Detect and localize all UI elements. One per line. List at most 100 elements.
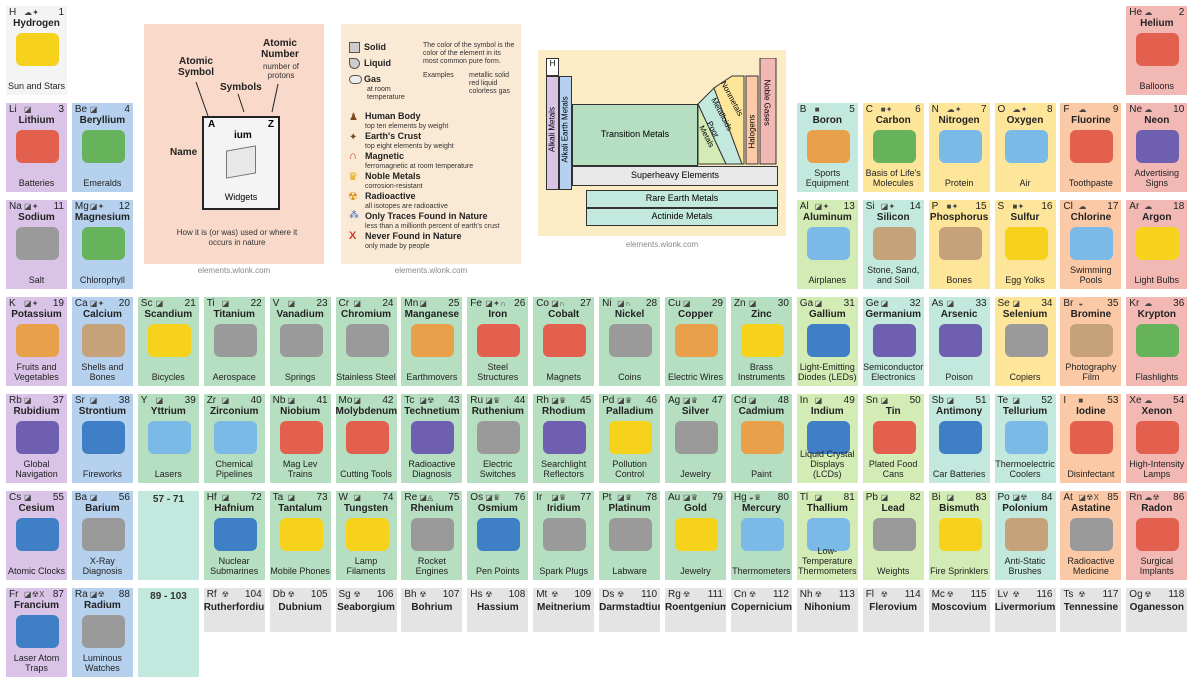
- element-property-icons: ◪ ☢: [419, 396, 434, 405]
- element-name: Rutherfordium: [203, 602, 265, 613]
- element-property-icons: ☁: [1144, 8, 1152, 17]
- element-use: Pen Points: [476, 566, 520, 576]
- element-illustration-icon: [213, 421, 257, 454]
- element-symbol: As: [931, 298, 944, 309]
- element-number: 53: [1107, 395, 1119, 406]
- element-name: Potassium: [11, 309, 62, 320]
- element-symbol: I: [1063, 395, 1067, 406]
- element-name: Technetium: [404, 406, 460, 417]
- element-name: Oxygen: [1006, 115, 1044, 126]
- element-symbol: V: [272, 298, 280, 309]
- element-use: Radioactive Diagnosis: [408, 459, 456, 479]
- mini-diagonal-groups: [697, 58, 777, 165]
- element-property-icons: ◪: [880, 396, 889, 405]
- element-illustration-icon: [872, 421, 916, 454]
- element-name: Tin: [885, 406, 901, 417]
- element-illustration-icon: [675, 421, 718, 454]
- element-number: 116: [1036, 589, 1053, 600]
- element-property-icons: ☁ ✦: [946, 105, 962, 114]
- element-name: Germanium: [865, 309, 921, 320]
- element-property-icons: ◪ ♛: [551, 396, 566, 405]
- element-symbol: Sr: [74, 395, 85, 406]
- element-illustration-icon: [938, 227, 982, 260]
- element-use: Plated Food Cans: [868, 459, 918, 479]
- element-symbol: C: [865, 104, 873, 115]
- element-number: 14: [909, 201, 921, 212]
- element-use: Aerospace: [212, 372, 256, 382]
- traces-icon: ⁂: [349, 210, 359, 221]
- legend-crust-sub: top eight elements by weight: [365, 143, 454, 150]
- element-property-icons: ☁: [1144, 202, 1152, 211]
- element-use: Atomic Clocks: [7, 566, 65, 576]
- key-box-symbol: A: [208, 119, 216, 130]
- element-number: 17: [1107, 201, 1119, 212]
- element-illustration-icon: [1004, 518, 1048, 551]
- never-found-icon: X: [349, 230, 357, 242]
- element-property-icons: ◪: [155, 299, 164, 308]
- element-symbol: Si: [865, 201, 875, 212]
- element-name: Scandium: [144, 309, 193, 320]
- element-symbol: Rb: [9, 395, 22, 406]
- element-name: Vanadium: [276, 309, 324, 320]
- element-symbol: He: [1129, 7, 1143, 18]
- element-property-icons: ◪: [1012, 396, 1021, 405]
- element-illustration-icon: [1070, 324, 1114, 357]
- element-name: Phosphorus: [929, 212, 989, 223]
- element-property-icons: ◪: [353, 299, 362, 308]
- element-use: Steel Structures: [477, 362, 519, 382]
- actinide-gap: 89 - 103: [137, 587, 200, 678]
- element-use: Anti-Static Brushes: [1004, 556, 1046, 576]
- lanthanide-gap-label: 57 - 71: [152, 494, 185, 505]
- element-symbol: Co: [536, 298, 549, 309]
- element-symbol: Sb: [931, 395, 944, 406]
- legend-crust-label: Earth's Crust: [365, 131, 422, 141]
- element-number: 76: [514, 492, 526, 503]
- element-number: 80: [777, 492, 789, 503]
- legend-noble-sub: corrosion-resistant: [365, 183, 423, 190]
- element-symbol: Br: [1063, 298, 1074, 309]
- element-name: Sodium: [18, 212, 55, 223]
- element-number: 117: [1102, 589, 1119, 600]
- element-number: 3: [58, 104, 64, 115]
- element-illustration-icon: [872, 130, 916, 163]
- element-name: Xenon: [1141, 406, 1173, 417]
- element-property-icons: ◪: [814, 396, 823, 405]
- element-property-icons: ◪ ☢: [1012, 493, 1028, 502]
- element-property-icons: ☢: [946, 590, 954, 599]
- legend-traces-sub: less than a millionth percent of earth's…: [365, 223, 500, 230]
- element-use: Balloons: [1139, 81, 1175, 91]
- element-property-icons: ◪ ∩: [551, 299, 564, 308]
- element-symbol: Sc: [140, 298, 153, 309]
- element-number: 83: [975, 492, 987, 503]
- element-symbol: Pb: [865, 492, 878, 503]
- element-use: Fruits and Vegetables: [14, 362, 59, 382]
- element-symbol: P: [931, 201, 939, 212]
- element-symbol: Mn: [404, 298, 419, 309]
- element-number: 26: [514, 298, 526, 309]
- element-number: 2: [1178, 7, 1185, 18]
- element-use: Liquid Crystal Displays (LCDs): [800, 449, 855, 479]
- element-use: Lasers: [154, 469, 182, 479]
- element-illustration-icon: [16, 324, 59, 357]
- element-illustration-icon: [411, 518, 455, 551]
- element-symbol: Nb: [272, 395, 286, 406]
- mini-actinide: Actinide Metals: [586, 208, 778, 226]
- element-symbol: Al: [799, 201, 809, 212]
- element-number: 42: [382, 395, 394, 406]
- element-number: 118: [1168, 589, 1185, 600]
- element-property-icons: ☢: [683, 590, 690, 599]
- element-symbol: B: [799, 104, 807, 115]
- element-number: 15: [975, 201, 987, 212]
